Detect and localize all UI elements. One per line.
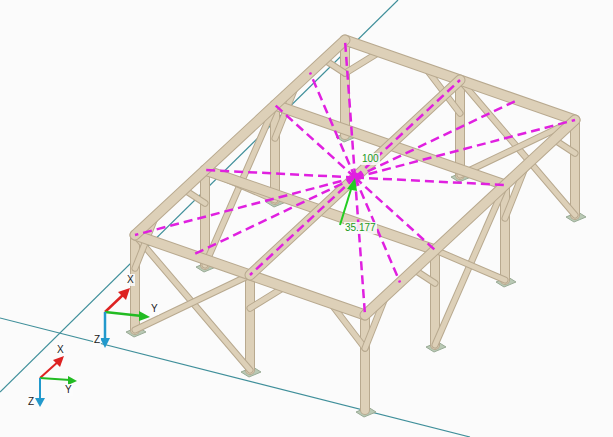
load-line bbox=[355, 178, 435, 251]
load-line bbox=[275, 105, 355, 178]
load-line bbox=[355, 120, 575, 178]
member-edge bbox=[435, 185, 505, 345]
member bbox=[571, 120, 579, 215]
member bbox=[435, 185, 505, 345]
axis-arrows bbox=[35, 288, 150, 407]
member-edge bbox=[360, 315, 370, 410]
member bbox=[361, 315, 369, 410]
member-edge bbox=[245, 275, 255, 370]
axis-label: X bbox=[56, 344, 65, 356]
load-line bbox=[355, 100, 518, 178]
member bbox=[250, 80, 460, 275]
value-label: 35.177 bbox=[344, 222, 377, 234]
load-line bbox=[355, 178, 505, 186]
load-line bbox=[355, 80, 460, 178]
member bbox=[435, 250, 505, 280]
member-edge bbox=[435, 250, 505, 280]
value-label: 100 bbox=[361, 153, 380, 165]
member bbox=[246, 275, 254, 370]
axis-label: Z bbox=[27, 396, 35, 408]
frame-members bbox=[135, 40, 575, 410]
member bbox=[135, 275, 250, 330]
axis-label: Y bbox=[150, 303, 159, 315]
axis-label: X bbox=[126, 274, 135, 286]
member-edge bbox=[135, 40, 345, 235]
member bbox=[135, 40, 345, 235]
load-line bbox=[193, 178, 356, 256]
member-edge bbox=[570, 120, 580, 215]
load-line bbox=[250, 178, 355, 276]
load-line bbox=[310, 73, 355, 178]
load-line bbox=[205, 170, 355, 178]
load-lines bbox=[135, 40, 575, 315]
load-point bbox=[340, 178, 357, 225]
axis-label: Z bbox=[93, 334, 101, 346]
member bbox=[365, 120, 575, 315]
member-edge bbox=[250, 80, 460, 275]
axis-label: Y bbox=[64, 384, 73, 396]
member-edge bbox=[135, 275, 250, 330]
member-edge bbox=[365, 120, 575, 315]
load-line bbox=[135, 178, 355, 236]
